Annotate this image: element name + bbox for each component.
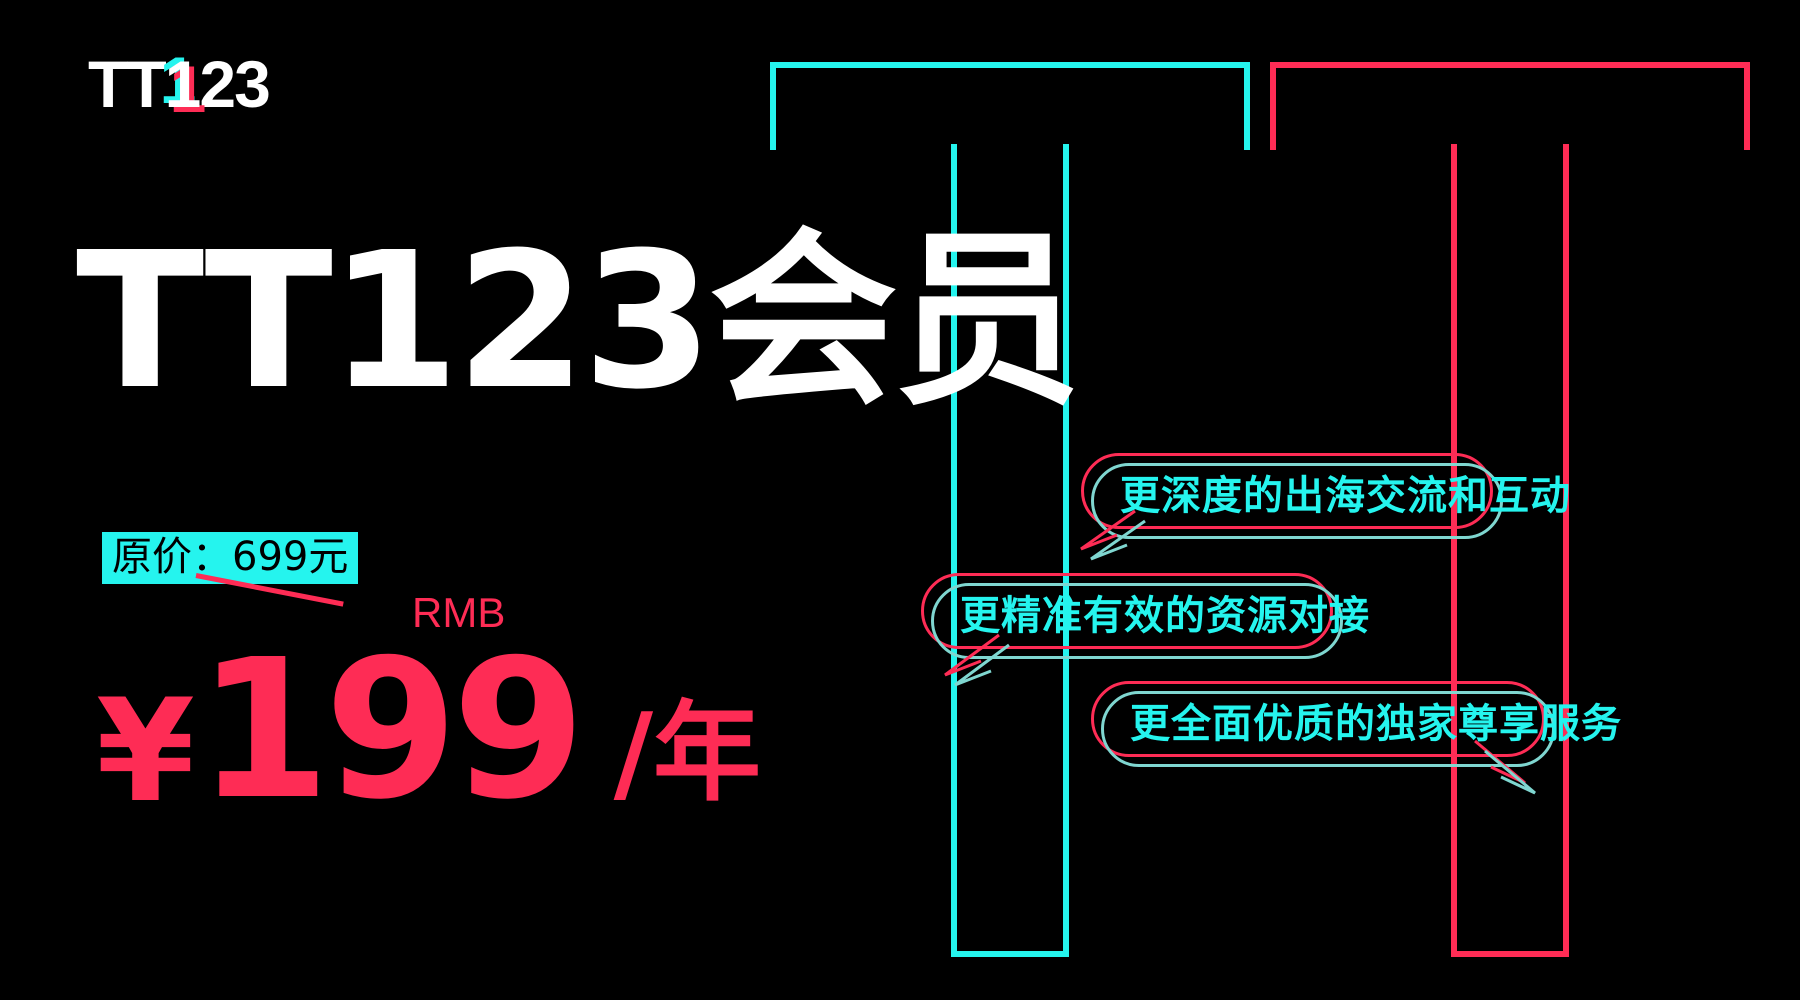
benefit-bubble-3-label: 更全面优质的独家尊享服务 <box>1130 701 1622 747</box>
benefit-bubble-2-cyan-outline <box>931 583 1343 659</box>
benefit-bubble-1-cyan-outline <box>1091 463 1503 539</box>
benefit-bubble-1-box: 更深度的出海交流和互动 <box>1080 453 1571 561</box>
benefit-bubble-2-label: 更精准有效的资源对接 <box>960 593 1370 639</box>
brand-logo-suffix: 23 <box>199 47 270 121</box>
decorative-letter-t-cyan-bar <box>770 62 1250 150</box>
price-period: /年 <box>613 691 762 817</box>
benefit-bubble-3: 更全面优质的独家尊享服务 <box>1091 681 1622 795</box>
benefit-bubble-2: 更精准有效的资源对接 <box>921 573 1370 687</box>
benefit-bubble-2-tail <box>944 633 1018 696</box>
currency-symbol: ¥ <box>96 669 195 834</box>
page-title: TT123会员 <box>76 212 1081 431</box>
price-amount: 199 <box>196 619 586 842</box>
currency-note: RMB <box>412 589 506 636</box>
original-price-badge: 原价：699元 <box>102 532 359 584</box>
benefit-bubble-1-label: 更深度的出海交流和互动 <box>1120 473 1571 519</box>
benefit-bubble-3-cyan-outline <box>1101 691 1555 767</box>
decorative-letter-t-cyan-stem <box>951 144 1069 957</box>
decorative-letter-t-cyan <box>770 62 1250 957</box>
benefit-bubble-3-box: 更全面优质的独家尊享服务 <box>1091 681 1622 795</box>
brand-logo-glitch-white: 1 <box>164 47 202 121</box>
benefit-bubble-1: 更深度的出海交流和互动 <box>1080 453 1571 561</box>
decorative-letter-t-pink <box>1270 62 1750 957</box>
original-price-label: 原价：699元 <box>112 534 349 580</box>
benefit-bubble-3-tail <box>1468 739 1538 802</box>
decorative-letter-t-pink-bar <box>1270 62 1750 150</box>
benefit-bubble-2-box: 更精准有效的资源对接 <box>921 573 1370 687</box>
decorative-letter-t-pink-stem <box>1451 144 1569 957</box>
current-price: ¥ 199 /年 <box>96 619 762 842</box>
benefit-bubble-1-tail <box>1080 509 1152 572</box>
brand-logo-prefix: TT <box>88 47 167 121</box>
